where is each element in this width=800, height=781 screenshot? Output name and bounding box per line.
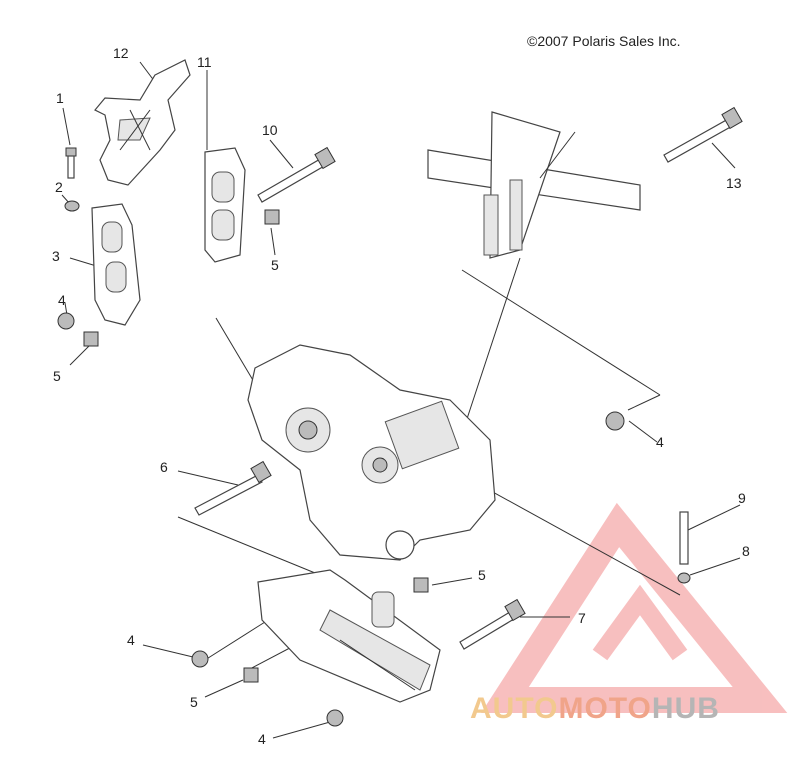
callout-1: 1 [56,90,64,106]
callout-5: 5 [53,368,61,384]
upper-frame [427,111,641,259]
watermark-auto: AUTO [470,692,559,725]
callout-9: 9 [738,490,746,506]
bolt-13 [663,106,743,163]
nut-2 [64,200,80,212]
bolt-10 [257,146,336,203]
callout-4: 4 [127,632,135,648]
bracket-3 [91,203,141,326]
mount-plate-12 [94,59,191,186]
watermark-moto: MOTO [558,692,652,725]
watermark-hub: HUB [651,692,720,725]
bracket-11 [204,147,246,263]
callout-13: 13 [726,175,742,191]
bolt-6 [194,460,272,516]
callout-4: 4 [58,292,66,308]
callout-7: 7 [578,610,586,626]
bolts-5 [83,209,429,683]
callout-3: 3 [52,248,60,264]
callout-10: 10 [262,122,278,138]
callout-5: 5 [271,257,279,273]
nuts-4 [57,312,625,727]
bolt-1 [65,147,77,179]
callout-labels: 12 11 1 10 13 2 3 5 4 5 4 6 9 8 5 7 4 5 … [52,45,750,747]
watermark-text: AUTOMOTOHUB [470,692,720,726]
callout-11: 11 [197,54,212,70]
callout-4: 4 [656,434,664,450]
callout-6: 6 [160,459,168,475]
callout-4: 4 [258,731,266,747]
callout-2: 2 [55,179,63,195]
callout-8: 8 [742,543,750,559]
engine-assembly [247,344,496,561]
callout-5: 5 [478,567,486,583]
callout-5: 5 [190,694,198,710]
watermark-logo-icon [481,502,788,713]
pin-9 [679,511,689,565]
cap-8 [677,572,691,584]
copyright-text: ©2007 Polaris Sales Inc. [527,33,681,49]
lower-frame [257,569,441,703]
bolt-7 [459,598,526,650]
callout-12: 12 [113,45,129,61]
